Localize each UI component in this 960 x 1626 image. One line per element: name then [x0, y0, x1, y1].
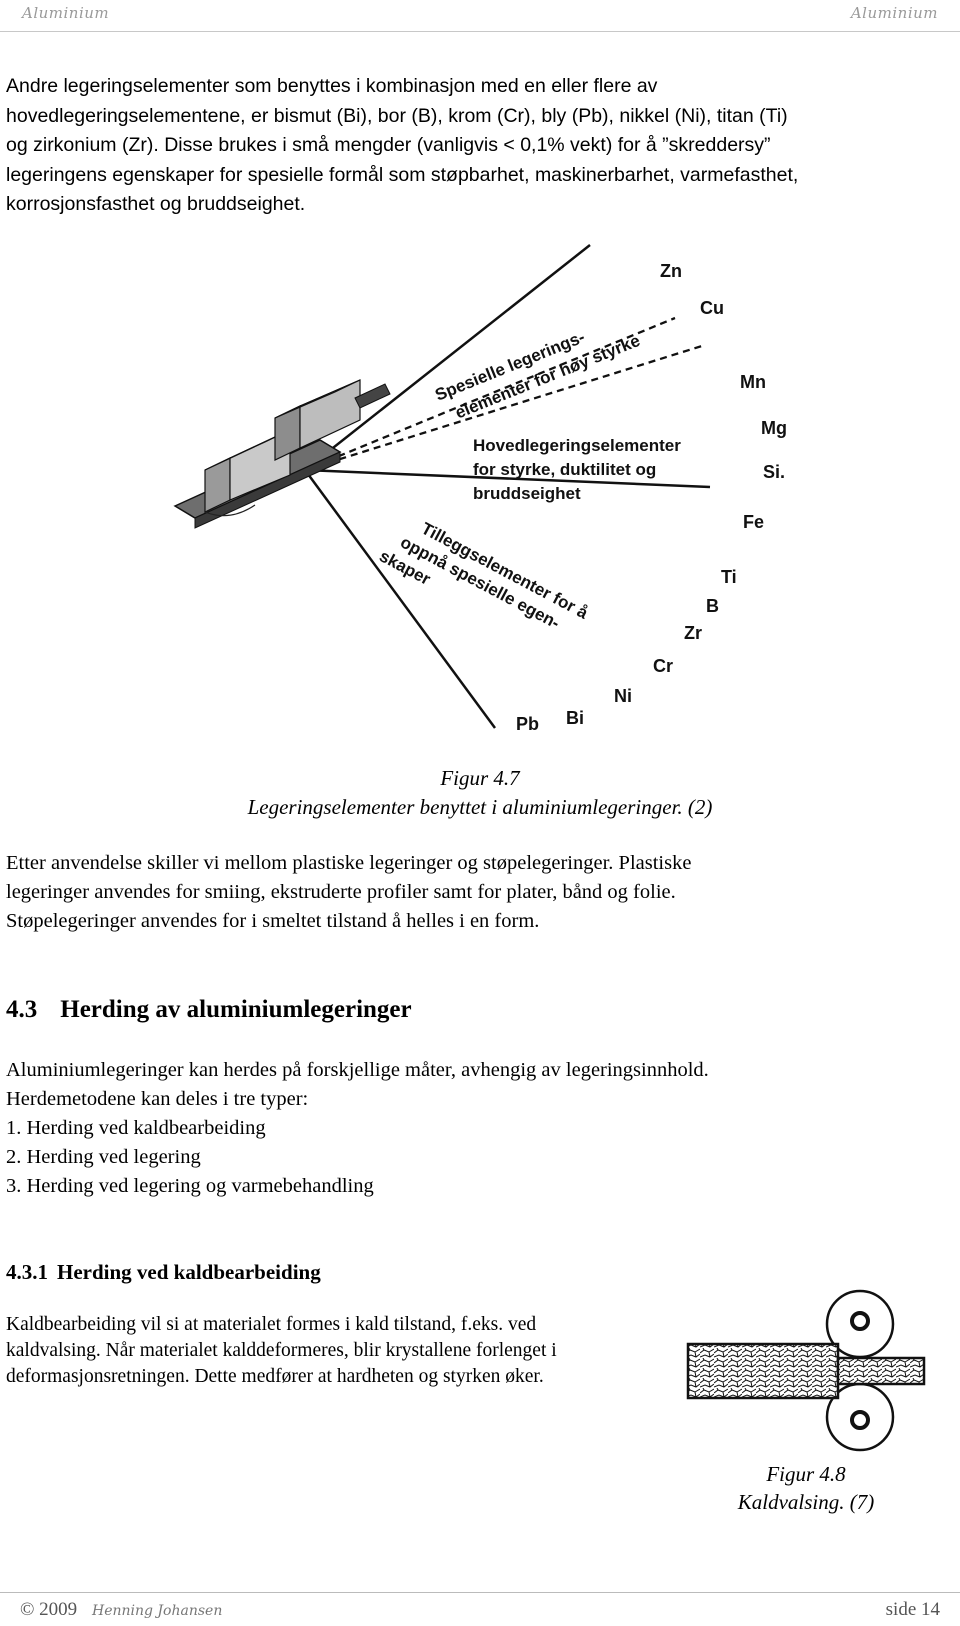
group-main-line: for styrke, duktilitet og: [473, 460, 656, 479]
element-label-ni: Ni: [614, 686, 632, 706]
usage-paragraph: Etter anvendelse skiller vi mellom plast…: [6, 849, 956, 936]
intro-line: hovedlegeringselementene, er bismut (Bi)…: [6, 104, 788, 127]
ray-pb: [303, 469, 497, 729]
ray-cu-dashed: [304, 316, 676, 472]
header-right-title: Aluminium: [850, 4, 938, 22]
element-label-mn: Mn: [740, 372, 766, 392]
subsection-number: 4.3.1: [6, 1260, 48, 1284]
lower-roll-axle: [850, 1410, 870, 1430]
footer-page-number: side 14: [885, 1599, 940, 1620]
subsection-text-line: deformasjonsretningen. Dette medfører at…: [6, 1366, 544, 1387]
element-label-bi: Bi: [566, 708, 584, 728]
ray-zn: [304, 244, 591, 471]
figure-4-7-caption-number: Figur 4.7: [440, 766, 520, 790]
group-label-additional-elements: Tilleggselementer for å oppnå spesielle …: [376, 519, 591, 633]
figure-4-8-caption-number: Figur 4.8: [766, 1462, 846, 1486]
header-left-title: Aluminium: [22, 4, 110, 22]
subsection-text-line: kaldvalsing. Når materialet kalddeformer…: [6, 1340, 557, 1361]
group-main-line: bruddseighet: [473, 484, 581, 503]
subsection-text-line: Kaldbearbeiding vil si at materialet for…: [6, 1314, 537, 1335]
section-4-3-intro-line: Aluminiumlegeringer kan herdes på forskj…: [6, 1059, 709, 1081]
section-title: Herding av aluminiumlegeringer: [60, 996, 412, 1023]
intro-line: korrosjonsfasthet og bruddseighet.: [6, 193, 306, 215]
element-label-fe: Fe: [743, 512, 764, 532]
element-label-b: B: [706, 596, 719, 616]
figure-4-7-caption-text: Legeringselementer benyttet i aluminiuml…: [247, 795, 713, 819]
element-label-cu: Cu: [700, 298, 724, 318]
element-label-zn: Zn: [660, 261, 682, 281]
element-label-ti: Ti: [721, 567, 737, 587]
element-label-pb: Pb: [516, 714, 539, 734]
intro-line: Andre legeringselementer som benyttes i …: [6, 75, 658, 97]
upper-roll-axle: [850, 1311, 870, 1331]
header-divider: [0, 31, 960, 32]
footer-copyright: © 2009: [20, 1599, 78, 1620]
intro-paragraph: Andre legeringselementer som benyttes i …: [6, 72, 956, 220]
plate-after-rolling: [836, 1356, 926, 1386]
usage-line: legeringer anvendes for smiing, ekstrude…: [6, 881, 676, 903]
ray-fe: [304, 468, 711, 489]
section-4-3-1-heading: 4.3.1 Herding ved kaldbearbeiding: [6, 1260, 321, 1285]
usage-line: Støpelegeringer anvendes for i smeltet t…: [6, 910, 540, 932]
aluminium-profile-illustration: [173, 379, 391, 529]
intro-line: legeringens egenskaper for spesielle for…: [6, 163, 799, 186]
section-4-3-heading: 4.3 Herding av aluminiumlegeringer: [6, 996, 412, 1024]
footer-divider: [0, 1592, 960, 1593]
section-4-3-1-text: Kaldbearbeiding vil si at materialet for…: [6, 1312, 686, 1390]
footer-author-signature: Henning Johansen: [92, 1603, 223, 1619]
figure-4-8-cold-rolling: [686, 1289, 926, 1452]
element-label-zr: Zr: [684, 623, 702, 643]
section-4-3-intro-line: Herdemetodene kan deles i tre typer:: [6, 1088, 309, 1110]
plate-before-rolling: [686, 1342, 840, 1400]
subsection-title: Herding ved kaldbearbeiding: [57, 1260, 321, 1284]
ray-mn-dashed: [304, 343, 706, 472]
section-number: 4.3: [6, 996, 38, 1023]
section-4-3-body: Aluminiumlegeringer kan herdes på forskj…: [6, 1056, 956, 1201]
group-label-special-elements: Spesielle legerings- elementer for høy s…: [432, 327, 642, 422]
element-label-mg: Mg: [761, 418, 787, 438]
group-label-main-elements: Hovedlegeringselementer for styrke, dukt…: [473, 436, 681, 503]
intro-line: og zirkonium (Zr). Disse brukes i små me…: [6, 134, 771, 156]
list-item: 3. Herding ved legering og varmebehandli…: [6, 1175, 374, 1197]
usage-line: Etter anvendelse skiller vi mellom plast…: [6, 852, 692, 874]
list-item: 1. Herding ved kaldbearbeiding: [6, 1117, 266, 1139]
element-label-si: Si.: [763, 462, 785, 482]
list-item: 2. Herding ved legering: [6, 1146, 201, 1168]
group-main-line: Hovedlegeringselementer: [473, 436, 681, 455]
element-label-cr: Cr: [653, 656, 673, 676]
figure-4-8-caption-text: Kaldvalsing. (7): [737, 1490, 875, 1514]
figure-4-7-alloying-elements: Zn Cu Mn Mg Si. Fe Ti B Zr Cr Ni Bi Pb S…: [173, 244, 787, 734]
